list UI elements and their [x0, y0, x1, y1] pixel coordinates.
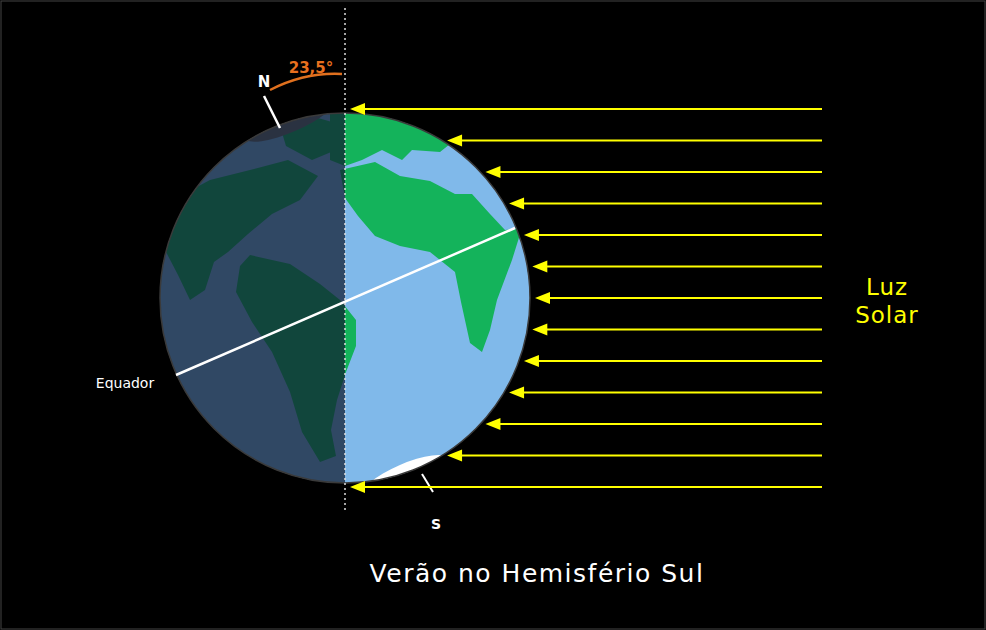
- vertical-axis: [344, 8, 346, 512]
- caption: Verão no Hemisfério Sul: [370, 559, 705, 589]
- ray-arrowhead: [350, 103, 365, 115]
- pole-label: N: [258, 73, 271, 91]
- sun-ray: [544, 329, 822, 331]
- ray-arrowhead: [535, 292, 550, 304]
- equator-label: Equador: [96, 375, 154, 392]
- ray-arrowhead: [524, 229, 539, 241]
- sun-ray: [544, 266, 822, 268]
- sun-rays: [350, 103, 822, 493]
- ray-arrowhead: [485, 418, 500, 430]
- ray-arrowhead: [447, 135, 462, 147]
- ray-arrowhead: [485, 166, 500, 178]
- ray-arrowhead: [509, 198, 524, 210]
- ray-arrowhead: [350, 481, 365, 493]
- light-label: Luz Solar: [852, 274, 922, 329]
- night-shade: [150, 100, 345, 500]
- sun-ray: [547, 297, 822, 299]
- sun-ray: [362, 486, 822, 488]
- sun-ray: [497, 423, 822, 425]
- sun-ray: [536, 234, 822, 236]
- sun-ray: [459, 455, 822, 457]
- earth-globe: [150, 85, 550, 510]
- pole-line: [422, 474, 433, 492]
- sun-ray: [521, 203, 822, 205]
- sun-ray: [521, 392, 822, 394]
- equator-line: [176, 228, 515, 375]
- sun-ray: [536, 360, 822, 362]
- ray-arrowhead: [447, 450, 462, 462]
- ray-arrowhead: [532, 324, 547, 336]
- sun-ray: [362, 108, 822, 110]
- sun-ray: [459, 140, 822, 142]
- ice-cap: [355, 446, 454, 510]
- sun-ray: [497, 171, 822, 173]
- ocean: [150, 100, 550, 500]
- angle-label: 23,5°: [289, 59, 334, 77]
- pole-label: S: [431, 516, 441, 533]
- ray-arrowhead: [532, 261, 547, 273]
- pole-line: [264, 96, 280, 128]
- land: [330, 110, 455, 166]
- ray-arrowhead: [509, 387, 524, 399]
- ray-arrowhead: [524, 355, 539, 367]
